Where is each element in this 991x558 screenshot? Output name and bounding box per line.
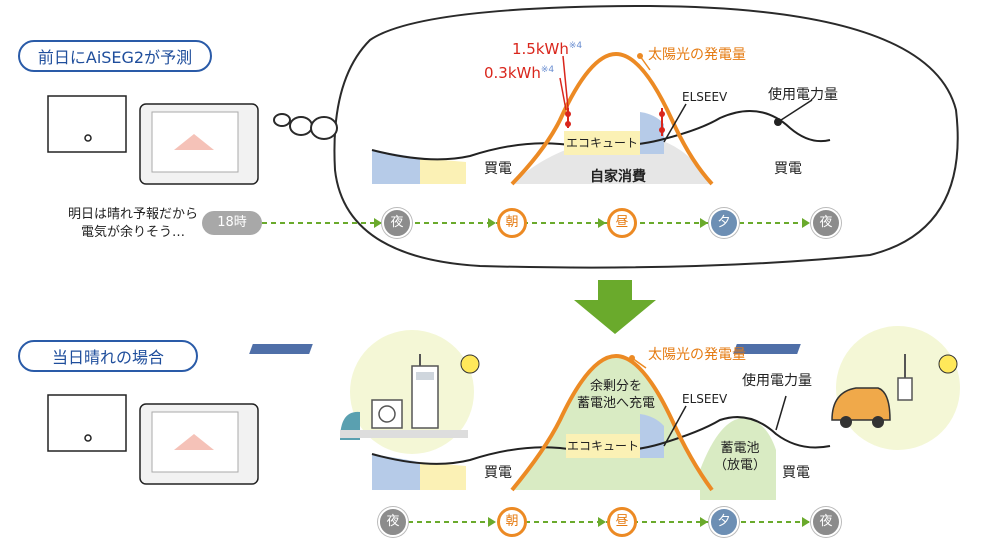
top-note: 明日は晴れ予報だから 電気が余りそう… [58, 206, 208, 242]
top-timeline-arrow-2 [488, 218, 496, 228]
bottom-header-label: 当日晴れの場合 [51, 348, 164, 367]
bottom-solar-label: 太陽光の発電量 [648, 347, 746, 363]
top-night-blue-block [372, 150, 420, 184]
top-peak-callout-line [562, 55, 569, 109]
top-timeline-node-night-1: 夜 [382, 208, 412, 238]
start-time-label: 18時 [217, 215, 247, 230]
top-side-callout-line [559, 77, 567, 111]
bottom-timeline-arrow-4 [802, 517, 810, 527]
bottom-timeline-arrow-3 [700, 517, 708, 527]
bottom-monitor-illustration [47, 394, 259, 485]
bottom-timeline-arrow-2 [598, 517, 606, 527]
bottom-elseev-label: ELSEEV [682, 392, 728, 406]
thought-dot-small [273, 113, 291, 127]
top-header-pill: 前日にAiSEG2が予測 [18, 40, 212, 72]
top-solar-callout-dot [637, 53, 643, 59]
top-ecocute-label: エコキュート [564, 131, 640, 155]
top-timeline-node-morning: 朝 [497, 208, 527, 238]
bottom-timeline-node-morning: 朝 [497, 507, 527, 537]
top-timeline-arrow-4 [700, 218, 708, 228]
house-solar-illustration [249, 330, 480, 454]
top-buy-right-label: 買電 [774, 161, 802, 177]
top-usage-label: 使用電力量 [768, 87, 838, 103]
bottom-timeline-node-evening: 夕 [709, 507, 739, 537]
top-peak-marker-a [565, 111, 571, 117]
bottom-buy-left-label: 買電 [484, 465, 512, 481]
top-side-kwh-label: 0.3kWh※4 [484, 64, 554, 82]
bottom-discharge-area [700, 418, 776, 500]
top-usage-line [371, 110, 831, 161]
top-timeline-arrow-5 [802, 218, 810, 228]
top-side-marker-a [659, 111, 665, 117]
top-side-kwh-value: 0.3kWh [484, 64, 541, 82]
top-usage-callout-dot [774, 118, 782, 126]
bottom-discharge-label: 蓄電池 （放電） [708, 440, 772, 474]
bottom-usage-callout-line [775, 395, 787, 431]
bottom-charge-line-1: 余剰分を [589, 379, 642, 394]
top-note-line-1: 明日は晴れ予報だから [67, 207, 198, 222]
start-time-pill: 18時 [202, 211, 262, 235]
bottom-timeline-arrow-1 [488, 517, 496, 527]
bottom-charge-area [512, 356, 712, 490]
top-buy-left-label: 買電 [484, 161, 512, 177]
top-monitor-illustration [47, 95, 259, 185]
top-peak-marker-b [565, 121, 571, 127]
bottom-buy-right-label: 買電 [782, 465, 810, 481]
bottom-charge-line-2: 蓄電池へ充電 [576, 396, 655, 411]
top-timeline-arrow-1 [374, 218, 382, 228]
top-usage-callout-line [777, 99, 813, 123]
top-solar-label: 太陽光の発電量 [648, 47, 746, 63]
top-note-line-2: 電気が余りそう… [80, 225, 185, 240]
bottom-usage-label: 使用電力量 [742, 373, 812, 389]
bottom-solar-callout-dot [629, 355, 635, 361]
bottom-discharge-line-1: 蓄電池 [720, 441, 760, 456]
bottom-header-pill: 当日晴れの場合 [18, 340, 198, 372]
top-header-label: 前日にAiSEG2が予測 [37, 48, 193, 67]
top-elseev-callout-line [663, 103, 687, 143]
top-timeline-node-evening: 夕 [709, 208, 739, 238]
top-elseev-label: ELSEEV [682, 90, 728, 104]
bottom-discharge-line-2: （放電） [713, 458, 766, 473]
top-night-yellow-block [420, 158, 466, 184]
top-peak-kwh-value: 1.5kWh [512, 40, 569, 58]
bottom-solar-curve [510, 353, 714, 492]
bottom-timeline-node-night-2: 夜 [811, 507, 841, 537]
transition-down-arrow [574, 280, 656, 334]
bottom-elseev-callout-line [663, 405, 687, 447]
top-timeline-node-night-2: 夜 [811, 208, 841, 238]
bottom-night-blue-block [372, 454, 420, 490]
top-peak-kwh-label: 1.5kWh※4 [512, 40, 582, 58]
top-timeline-arrow-3 [598, 218, 606, 228]
top-solar-curve [510, 51, 714, 186]
bottom-charge-label: 余剰分を 蓄電池へ充電 [574, 378, 658, 412]
top-side-marker-b [659, 127, 665, 133]
thought-dot-medium [289, 116, 313, 136]
thought-dot-large [310, 116, 338, 140]
top-self-consumption-label: 自家消費 [590, 169, 646, 185]
top-peak-footnote: ※4 [568, 41, 583, 51]
top-side-footnote: ※4 [540, 65, 555, 75]
ev-car-illustration [733, 326, 960, 450]
top-timeline-node-noon: 昼 [607, 208, 637, 238]
bottom-usage-line [371, 416, 831, 465]
bottom-timeline-node-noon: 昼 [607, 507, 637, 537]
bottom-night-yellow-block [420, 462, 466, 490]
bottom-ecocute-label: エコキュート [566, 434, 640, 458]
bottom-timeline-node-night-1: 夜 [378, 507, 408, 537]
